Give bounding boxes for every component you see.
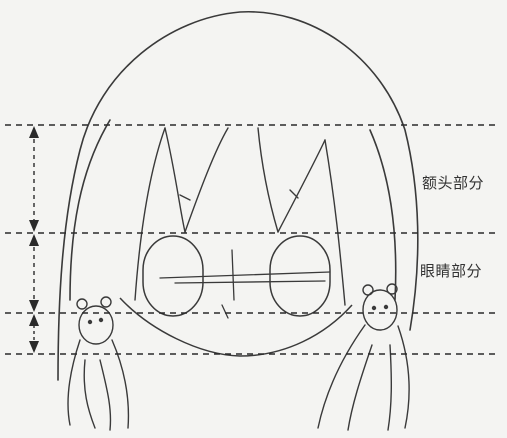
eyes	[142, 235, 331, 317]
left-hair-tie	[76, 296, 114, 345]
face-guides	[159, 249, 331, 319]
arrow-heads	[29, 126, 39, 353]
right-eye	[269, 235, 331, 317]
arrow-up-icon	[29, 314, 39, 326]
arrow-up-icon	[29, 234, 39, 246]
pigtails	[67, 324, 410, 431]
arrow-down-icon	[29, 220, 39, 232]
forehead-section-label: 额头部分	[422, 174, 485, 192]
bangs	[134, 127, 346, 306]
face-outline	[119, 297, 353, 357]
proportion-guides	[5, 124, 500, 355]
hair-outline	[57, 11, 419, 381]
left-eye	[142, 235, 204, 317]
right-hair-tie	[362, 283, 398, 331]
arrow-down-icon	[29, 300, 39, 312]
arrow-down-icon	[29, 341, 39, 353]
hair-ties	[76, 283, 398, 345]
eyes-section-label: 眼睛部分	[420, 262, 483, 280]
arrow-up-icon	[29, 126, 39, 138]
